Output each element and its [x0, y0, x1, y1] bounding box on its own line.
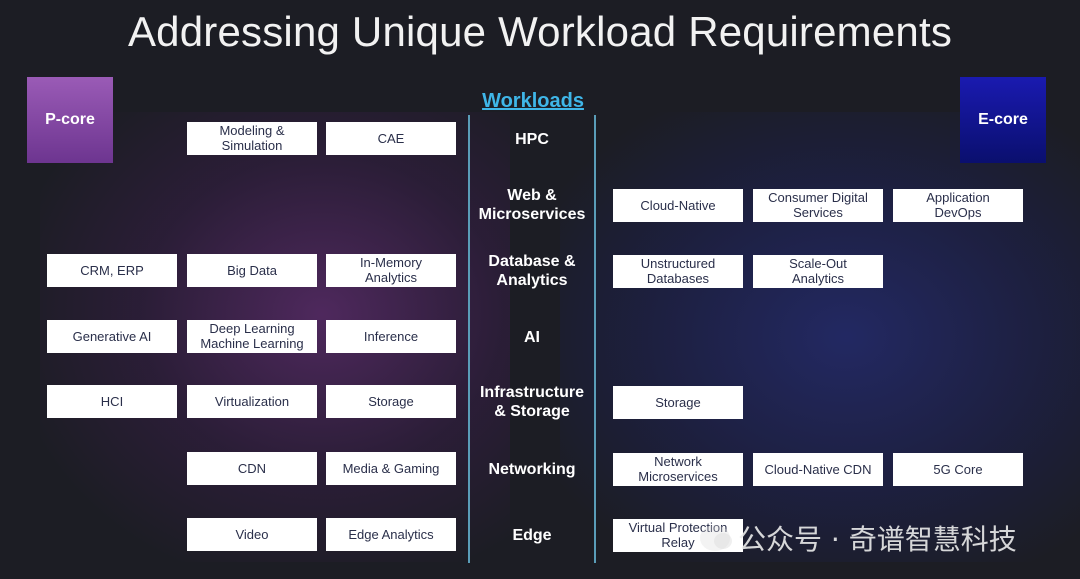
- e-core-glow: [560, 112, 1080, 562]
- workloads-divider-left: [468, 115, 470, 563]
- p-core-item-edge-analytics: Edge Analytics: [326, 517, 456, 551]
- p-core-item-inference: Inference: [326, 319, 456, 353]
- e-core-item-storage: Storage: [613, 385, 743, 419]
- e-core-item-cloud-native-cdn: Cloud-Native CDN: [753, 452, 883, 486]
- workload-hpc: HPC: [515, 130, 549, 148]
- e-core-item-5g-core: 5G Core: [893, 452, 1023, 486]
- p-core-item-big-data: Big Data: [187, 253, 317, 287]
- workload-ai: AI: [524, 328, 540, 346]
- p-core-item-virtualization: Virtualization: [187, 384, 317, 418]
- watermark: 公众号 · 奇谱智慧科技: [700, 518, 1017, 558]
- workload-web-microservices: Web &Microservices: [478, 187, 586, 223]
- p-core-item-generative-ai: Generative AI: [47, 319, 177, 353]
- workload-infrastructure-storage: Infrastructure& Storage: [479, 384, 585, 420]
- p-core-item-hci: HCI: [47, 384, 177, 418]
- e-core-item-cloud-native: Cloud-Native: [613, 188, 743, 222]
- workload-database-analytics: Database &Analytics: [488, 253, 576, 289]
- page-title: Addressing Unique Workload Requirements: [127, 8, 953, 55]
- p-core-item-media-gaming: Media & Gaming: [326, 451, 456, 485]
- p-core-item-crm-erp: CRM, ERP: [47, 253, 177, 287]
- p-core-item-cdn: CDN: [187, 451, 317, 485]
- wechat-icon: [700, 525, 732, 551]
- workload-edge: Edge: [512, 526, 552, 544]
- workload-networking: Networking: [488, 460, 576, 478]
- p-core-badge: P-core: [27, 77, 113, 163]
- watermark-text: 公众号 · 奇谱智慧科技: [738, 523, 1017, 556]
- e-core-badge: E-core: [960, 77, 1046, 163]
- p-core-item-storage: Storage: [326, 384, 456, 418]
- workloads-header: Workloads: [482, 90, 584, 112]
- p-core-item-cae: CAE: [326, 121, 456, 155]
- workloads-divider-right: [594, 115, 596, 563]
- p-core-item-modeling-simulation: Modeling &Simulation: [187, 121, 317, 155]
- p-core-item-video: Video: [187, 517, 317, 551]
